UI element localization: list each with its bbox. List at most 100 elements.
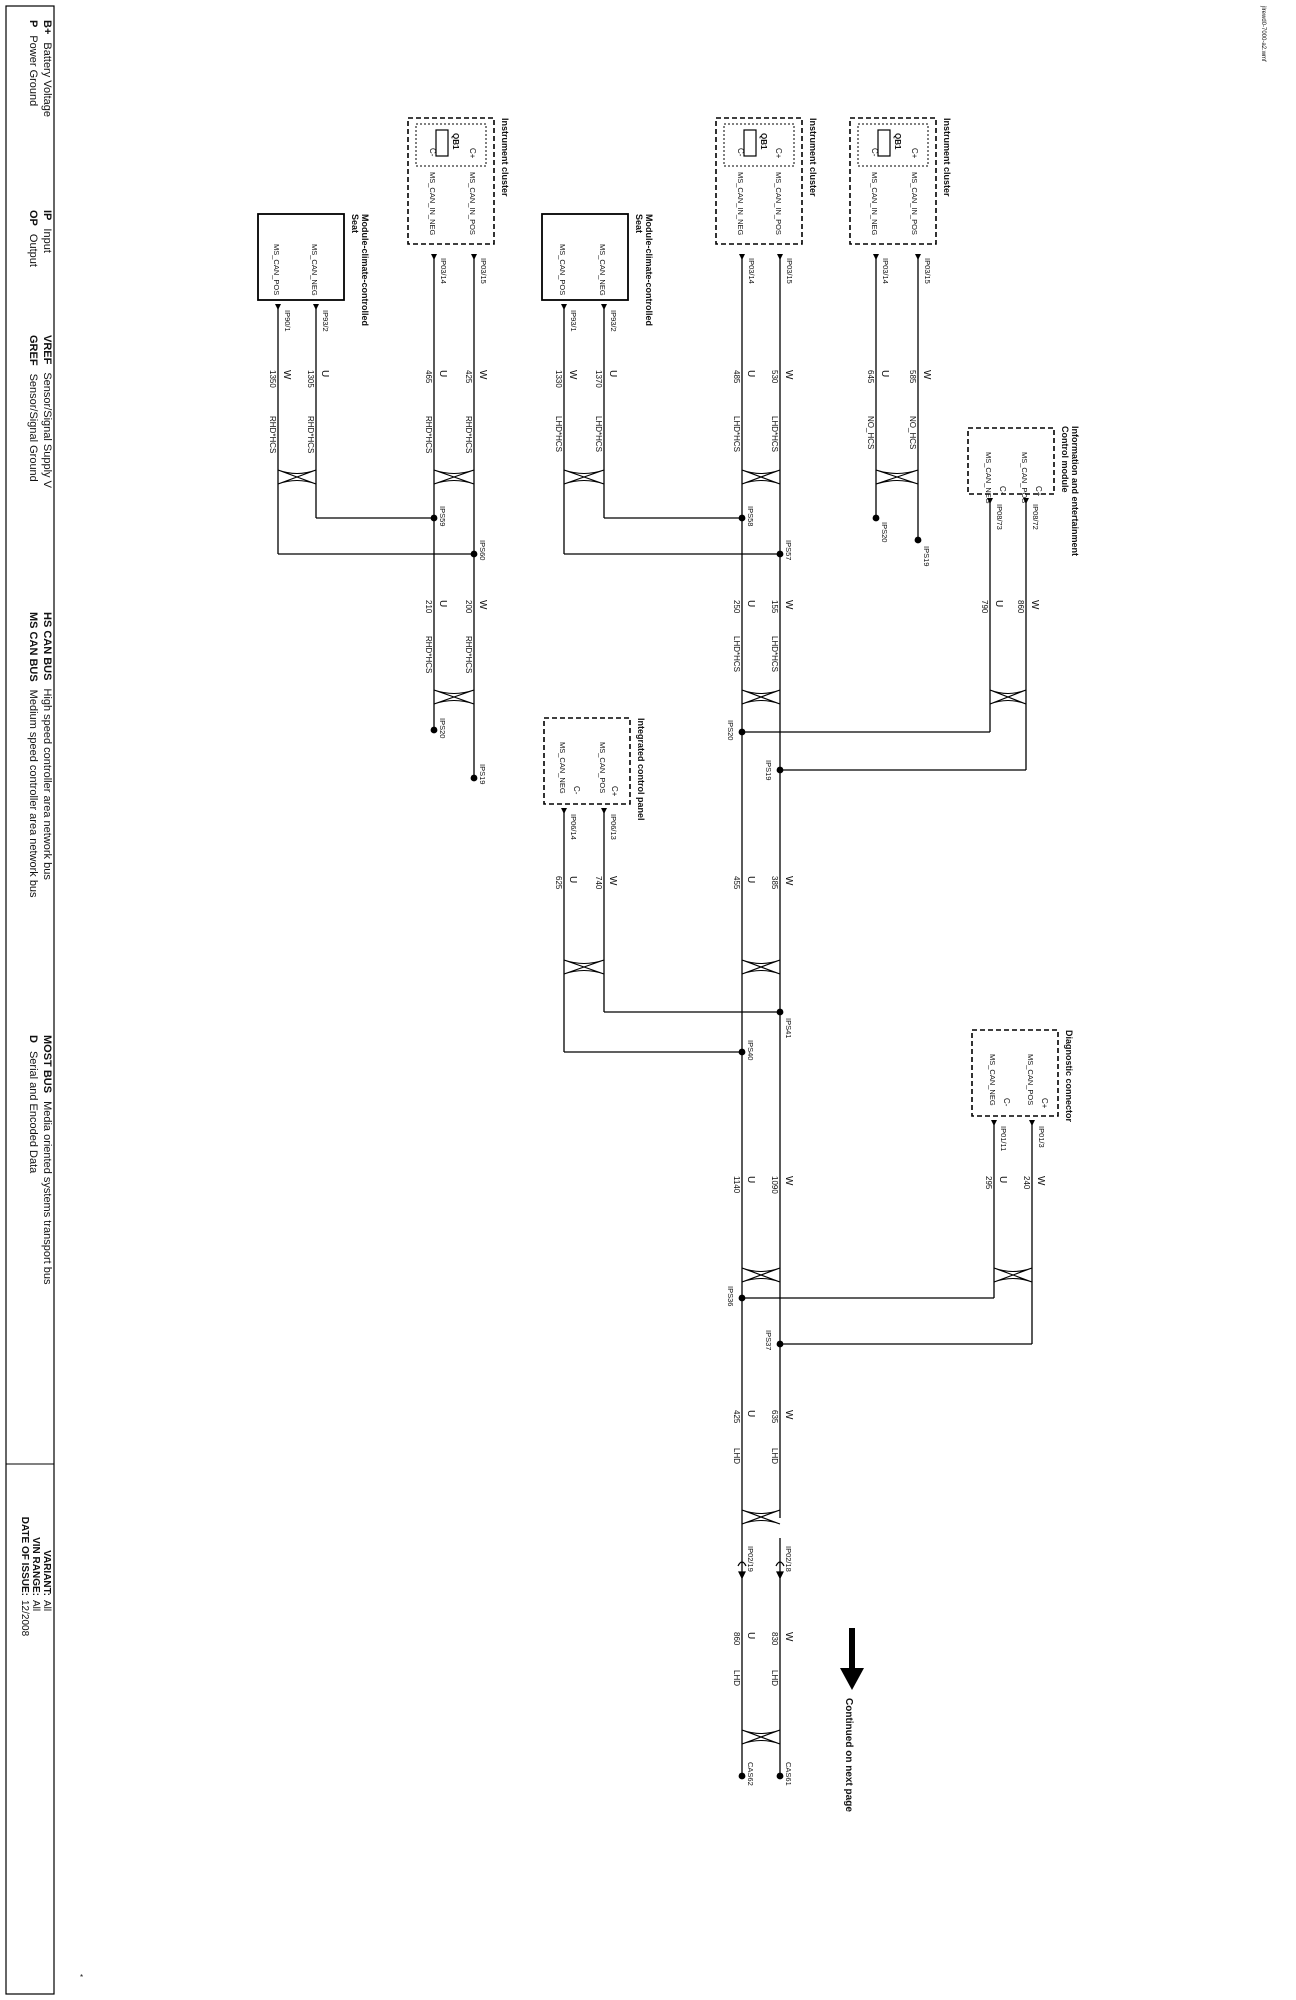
- module-title: Control module: [1060, 426, 1070, 493]
- wire-color: W: [1035, 1176, 1046, 1186]
- splice-label: IPS20: [438, 718, 447, 738]
- splice-dot: [776, 1772, 784, 1780]
- wire-color: U: [993, 600, 1004, 607]
- vin-label: VIN RANGE:: [30, 1537, 41, 1596]
- wire-length: 790: [980, 600, 989, 614]
- pin-number: IP08/73: [995, 504, 1004, 530]
- cneg-label: C-: [1002, 1098, 1011, 1107]
- legend-text: Output: [27, 234, 39, 267]
- svg-text:OPOutput: OP Output: [27, 210, 39, 267]
- wire-option: LHD*HCS: [770, 636, 779, 672]
- splice-dot: [914, 536, 922, 544]
- svg-text:MS CAN BUSMedium speed control: MS CAN BUSMedium speed controller area n…: [27, 612, 39, 898]
- wire-option: LHD: [732, 1670, 741, 1686]
- variant-info: VARIANT: All VIN RANGE: All DATE OF ISSU…: [19, 1517, 52, 1637]
- cneg-label: C-: [998, 486, 1007, 495]
- wire-option: LHD*HCS: [732, 636, 741, 672]
- pin-neg-label: MS_CAN_IN_NEG: [736, 172, 745, 236]
- splice-label: IPS59: [438, 506, 447, 526]
- cneg-label: C-: [736, 148, 745, 157]
- module-title: Information and entertainment: [1070, 426, 1080, 556]
- svg-text:HS CAN BUSHigh speed controlle: HS CAN BUSHigh speed controller area net…: [41, 612, 53, 880]
- wire-color: U: [319, 370, 330, 377]
- wire-option: RHD*HCS: [424, 636, 433, 673]
- date-label: DATE OF ISSUE:: [19, 1517, 30, 1596]
- legend-text: Serial and Encoded Data: [27, 1051, 39, 1174]
- wire-length: 830: [770, 1632, 779, 1646]
- splice-label: IPS40: [746, 1040, 755, 1060]
- wire-length: 155: [770, 600, 779, 614]
- svg-text:IPInput: IPInput: [41, 210, 53, 253]
- pin-pos-label: MS_CAN_POS: [598, 742, 607, 793]
- pin-neg-label: MS_CAN_IN_NEG: [428, 172, 437, 236]
- wire-option: NO_HCS: [908, 416, 917, 449]
- splice-dot: [776, 1340, 784, 1348]
- legend-code: GREF: [27, 335, 39, 366]
- wire-length: 485: [732, 370, 741, 384]
- svg-text:*: *: [80, 1973, 83, 1982]
- qbi-label: QB1: [451, 133, 460, 150]
- pin-pos-label: MS_CAN_POS: [1020, 452, 1029, 503]
- wire-color: W: [783, 1632, 794, 1642]
- wire-color: W: [477, 370, 488, 380]
- wire-color: U: [607, 370, 618, 377]
- wire-option: LHD: [770, 1448, 779, 1464]
- splice-label: IPS19: [922, 546, 931, 566]
- pin-number: IP03/15: [479, 258, 488, 284]
- pin-number: IP90/1: [283, 310, 292, 332]
- splice-dot: [430, 726, 438, 734]
- splice-dot: [430, 514, 438, 522]
- pin-number: IP93/2: [609, 310, 618, 332]
- cneg-label: C-: [870, 148, 879, 157]
- instrument-cluster-box: [407, 117, 495, 245]
- splice-dot: [776, 550, 784, 558]
- legend-code: OP: [27, 210, 39, 226]
- wire-length: 1305: [306, 370, 315, 388]
- inline-connectors: [737, 1561, 785, 1580]
- pin-number: IP06/14: [569, 814, 578, 840]
- legend-code: MOST BUS: [41, 1035, 53, 1093]
- legend-text: Battery Voltage: [41, 42, 53, 117]
- splice-dot: [470, 774, 478, 782]
- svg-text:VREFSensor/Signal Supply V: VREFSensor/Signal Supply V: [41, 335, 53, 489]
- wire-length: 1140: [732, 1176, 741, 1194]
- legend-frame: [5, 5, 55, 1995]
- iecm-box: [967, 427, 1055, 495]
- legend-text: Medium speed controller area network bus: [27, 690, 39, 898]
- cpos-label: C+: [610, 786, 619, 797]
- instrument-cluster-box: [849, 117, 937, 245]
- pin-pos-label: MS_CAN_IN_POS: [468, 172, 477, 235]
- wire-length: 1330: [554, 370, 563, 388]
- wire-option: RHD*HCS: [464, 416, 473, 453]
- wire-option: RHD*HCS: [268, 416, 277, 453]
- continued-arrow: Continued on next page: [840, 1628, 864, 1812]
- splice-label: IPS60: [478, 540, 487, 560]
- wire-option: NO_HCS: [866, 416, 875, 449]
- variant-label: VARIANT:: [41, 1550, 52, 1596]
- legend-code: VREF: [41, 335, 53, 365]
- module-title: Integrated control panel: [636, 718, 646, 821]
- wire-option: LHD*HCS: [594, 416, 603, 452]
- wire-option: RHD*HCS: [464, 636, 473, 673]
- wire-color: W: [477, 600, 488, 610]
- wire-color: W: [1029, 600, 1040, 610]
- wire-color: W: [783, 876, 794, 886]
- splice-label: IPS57: [784, 540, 793, 560]
- cpos-label: C+: [1034, 486, 1043, 497]
- pin-neg-label: MS_CAN_NEG: [984, 452, 993, 504]
- pin-number: IP06/13: [609, 814, 618, 840]
- wire-option: LHD*HCS: [554, 416, 563, 452]
- module-title: Seat: [634, 214, 644, 233]
- splice-label: IPS58: [746, 506, 755, 526]
- wire-color: W: [567, 370, 578, 380]
- wire-color: W: [783, 370, 794, 380]
- pin-neg-label: MS_CAN_IN_NEG: [870, 172, 879, 236]
- wire-color: U: [437, 600, 448, 607]
- connector-label: CAS61: [784, 1762, 793, 1786]
- wire-option: RHD*HCS: [424, 416, 433, 453]
- date-value: 12/2008: [19, 1600, 30, 1637]
- pin-neg-label: MS_CAN_NEG: [310, 244, 319, 296]
- svg-text:GREFSensor/Signal Ground: GREFSensor/Signal Ground: [27, 335, 39, 482]
- pin-number: IP03/14: [439, 258, 448, 284]
